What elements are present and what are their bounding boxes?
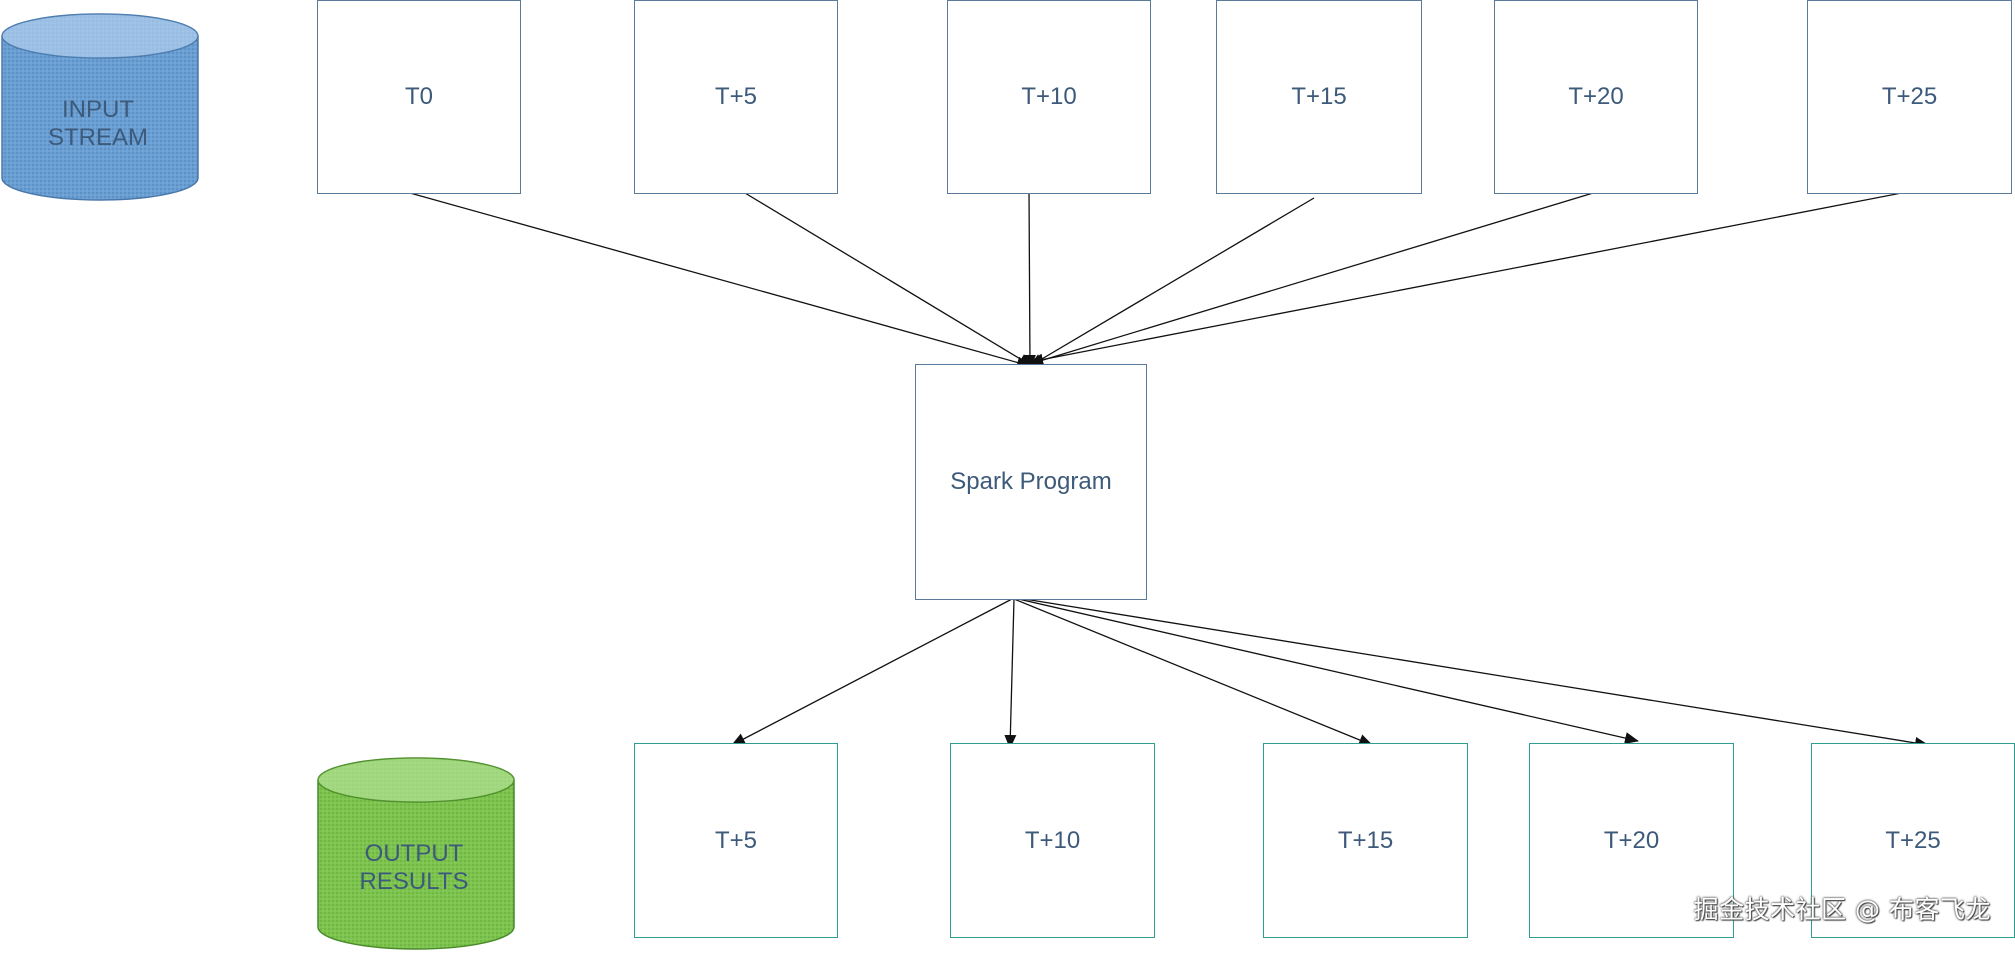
input-stream-cylinder: INPUT STREAM bbox=[1, 13, 199, 201]
arrow-output-t5 bbox=[731, 598, 1013, 746]
output-batch-t5: T+5 bbox=[634, 743, 838, 938]
output-batch-label: T+15 bbox=[1337, 826, 1394, 854]
arrow-input-t20 bbox=[1029, 189, 1604, 366]
arrow-input-t5 bbox=[739, 189, 1033, 367]
output-results-label-line2: RESULTS bbox=[360, 868, 469, 895]
spark-program-box: Spark Program bbox=[915, 364, 1147, 600]
input-batch-t10: T+10 bbox=[947, 0, 1151, 194]
input-batch-label: T+20 bbox=[1568, 83, 1624, 110]
input-batch-t0: T0 bbox=[317, 0, 521, 194]
output-batch-label: T+10 bbox=[1024, 826, 1081, 854]
output-batch-t25: T+25 bbox=[1811, 743, 2015, 938]
output-results-cylinder: OUTPUT RESULTS bbox=[317, 757, 515, 950]
arrow-input-t15 bbox=[1029, 197, 1315, 367]
input-batch-label: T0 bbox=[404, 83, 433, 110]
output-batch-t10: T+10 bbox=[950, 743, 1155, 938]
arrow-input-t0 bbox=[409, 192, 1031, 369]
input-batch-t15: T+15 bbox=[1216, 0, 1422, 194]
input-batch-label: T+5 bbox=[714, 83, 758, 110]
input-batch-t25: T+25 bbox=[1807, 0, 2012, 194]
output-arrows bbox=[731, 596, 1929, 749]
arrow-output-t20 bbox=[1013, 597, 1639, 744]
arrow-output-t15 bbox=[1013, 598, 1373, 746]
arrow-input-t25 bbox=[1029, 189, 1918, 366]
input-stream-label-line1: INPUT bbox=[62, 96, 134, 123]
spark-program-label: Spark Program bbox=[950, 468, 1112, 495]
input-stream-label-line2: STREAM bbox=[48, 124, 148, 151]
output-batch-label: T+5 bbox=[714, 826, 758, 854]
watermark: 掘金技术社区 @ 布客飞龙 bbox=[1693, 895, 1991, 924]
output-batch-t15: T+15 bbox=[1263, 743, 1468, 938]
input-batch-t20: T+20 bbox=[1494, 0, 1698, 194]
arrow-input-t10 bbox=[1023, 189, 1036, 369]
input-batch-label: T+15 bbox=[1291, 83, 1347, 110]
input-arrows bbox=[409, 189, 1918, 369]
output-batch-t20: T+20 bbox=[1529, 743, 1734, 938]
input-batch-label: T+10 bbox=[1021, 83, 1077, 110]
output-results-label-line1: OUTPUT bbox=[365, 840, 464, 867]
arrow-output-t25 bbox=[1011, 596, 1929, 749]
output-batch-label: T+20 bbox=[1603, 826, 1660, 854]
output-batch-label: T+25 bbox=[1885, 826, 1941, 854]
input-batch-t5: T+5 bbox=[634, 0, 838, 194]
arrow-output-t10 bbox=[1004, 598, 1017, 749]
input-batch-label: T+25 bbox=[1881, 83, 1938, 110]
